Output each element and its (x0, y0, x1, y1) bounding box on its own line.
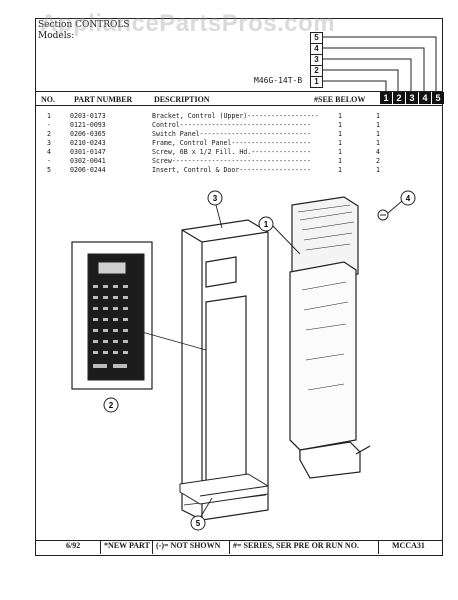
footer-code: MCCA31 (392, 541, 425, 550)
callout-5-label: 5 (196, 519, 201, 528)
row-no: - (47, 121, 51, 129)
col-header-series-1: 1 (380, 92, 392, 104)
watermark: AppliancePartsPros.com (40, 10, 336, 37)
col-header-series-3: 3 (406, 92, 418, 104)
row-no: 1 (47, 112, 51, 120)
col-header-part-number: PART NUMBER (74, 95, 133, 104)
insert-strip-drawing (179, 473, 269, 505)
row-description: Screw, 6B x 1/2 Fill. Hd.--------------- (152, 148, 311, 156)
callout-3-label: 3 (213, 194, 218, 203)
row-series: 1 (376, 166, 380, 174)
row-part-number: 0302-0041 (70, 157, 106, 165)
col-header-series-4: 4 (419, 92, 431, 104)
footer-new-part: *NEW PART (104, 541, 150, 550)
row-description: Insert, Control & Door------------------ (152, 166, 311, 174)
footer-not-shown: (-)= NOT SHOWN (156, 541, 221, 550)
section-heading: Section CONTROLS Models: (38, 20, 130, 42)
row-qty: 1 (338, 166, 342, 174)
row-no: - (47, 157, 51, 165)
row-qty: 1 (338, 157, 342, 165)
switch-panel-drawing (71, 241, 153, 390)
row-part-number: 0203-0173 (70, 112, 106, 120)
row-qty: 1 (338, 139, 342, 147)
row-description: Screw----------------------------------- (152, 157, 311, 165)
row-part-number: 0206-0365 (70, 130, 106, 138)
row-no: 3 (47, 139, 51, 147)
row-qty: 1 (338, 112, 342, 120)
page-frame (35, 18, 443, 556)
footer-rule (35, 540, 443, 541)
row-description: Bracket, Control (Upper)----------------… (152, 112, 319, 120)
footer-divider (100, 540, 101, 554)
callout-2-label: 2 (109, 401, 114, 410)
col-header-series-5: 5 (432, 92, 444, 104)
row-part-number: 0301-0147 (70, 148, 106, 156)
callout-2: 2 (103, 397, 119, 413)
row-series: 4 (376, 148, 380, 156)
row-qty: 1 (338, 130, 342, 138)
footer-divider (378, 540, 379, 554)
section-label: Section (38, 20, 73, 30)
screw-drawing (377, 209, 389, 221)
footer-divider (229, 540, 230, 554)
row-qty: 1 (338, 148, 342, 156)
header-rule-top (35, 91, 443, 92)
header-rule-bottom (35, 105, 443, 106)
footer-divider (152, 540, 153, 554)
callout-4-label: 4 (406, 194, 411, 203)
col-header-see-below: #SEE BELOW (314, 95, 366, 104)
row-series: 2 (376, 157, 380, 165)
models-label: Models: (38, 31, 75, 41)
row-series: 1 (376, 130, 380, 138)
row-part-number: 0121-0093 (70, 121, 106, 129)
callout-leaders (141, 200, 403, 519)
row-description: Switch Panel---------------------------- (152, 130, 311, 138)
row-series: 1 (376, 121, 380, 129)
col-header-series-2: 2 (393, 92, 405, 104)
series-box-1: 1 (310, 76, 323, 88)
control-frame-drawing (181, 219, 269, 521)
model-code: M46G-14T-B (254, 76, 303, 85)
footer-date: 6/92 (66, 541, 81, 550)
section-name: CONTROLS (75, 20, 130, 30)
row-description: Frame, Control Panel-------------------- (152, 139, 311, 147)
footer-series-note: #= SERIES, SER PRE OR RUN NO. (233, 541, 359, 550)
callout-3: 3 (207, 190, 223, 206)
col-header-description: DESCRIPTION (154, 95, 210, 104)
callout-1-label: 1 (264, 220, 269, 229)
callout-1: 1 (258, 216, 274, 232)
row-series: 1 (376, 139, 380, 147)
row-part-number: 0210-0243 (70, 139, 106, 147)
row-no: 2 (47, 130, 51, 138)
col-header-no: NO. (41, 95, 55, 104)
bracket-drawing (289, 196, 371, 479)
callout-4: 4 (400, 190, 416, 206)
row-part-number: 0206-0244 (70, 166, 106, 174)
callout-5: 5 (190, 515, 206, 531)
row-no: 5 (47, 166, 51, 174)
row-no: 4 (47, 148, 51, 156)
row-qty: 1 (338, 121, 342, 129)
row-series: 1 (376, 112, 380, 120)
row-description: Control--------------------------------- (152, 121, 311, 129)
